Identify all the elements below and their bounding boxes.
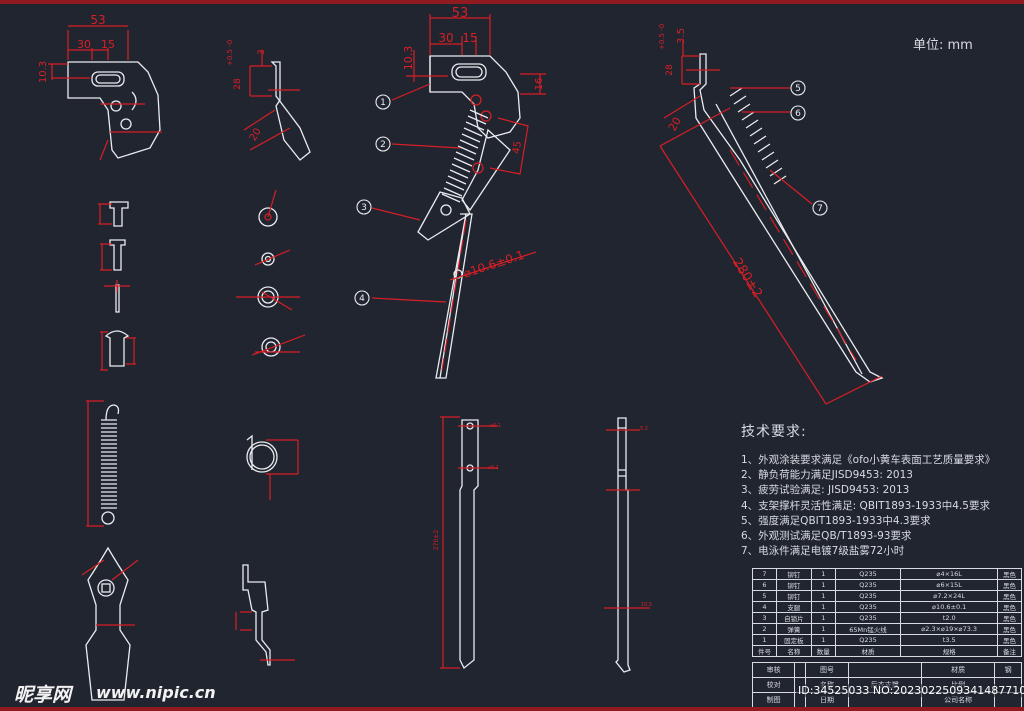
svg-text:2: 2 — [380, 140, 386, 150]
balloon-5: 5 — [790, 80, 806, 96]
dim-16-main: 16 — [534, 78, 545, 91]
dim-rod-t: 5.2 — [640, 426, 648, 432]
balloon-7: 7 — [812, 200, 828, 216]
dim-15-main: 15 — [462, 31, 477, 45]
bracket-view-left: 53 30 15 10.3 — [38, 13, 162, 161]
svg-text:5: 5 — [795, 84, 801, 94]
dim-20-small: 20 — [248, 126, 264, 143]
bottom-border — [0, 707, 1024, 711]
dim-280-side: 280±2 — [729, 256, 765, 301]
leg-side-view: 5.2 10.5 — [604, 417, 652, 673]
dim-10-3-main: 10.3 — [402, 46, 415, 71]
tech-requirements-title: 技术要求: — [741, 424, 807, 440]
balloon-2: 2 — [375, 136, 391, 152]
balloon-3: 3 — [356, 199, 372, 215]
bom-header-row: 件号名称数量材质规格备注 — [752, 645, 1022, 657]
leg-front-view: 270±2 ⌀6.1 ⌀6.1 — [433, 416, 501, 670]
tech-item: 7、电泳件满足电镀7级盐雾72小时 — [741, 545, 905, 558]
title-row: 制图日期公司名称 — [751, 692, 1022, 708]
rivets-column — [98, 201, 136, 371]
main-assembly: 53 30 15 10.3 16 45 ⌀10.6±0.1 1 2 3 4 — [354, 6, 546, 379]
washers-column — [236, 189, 306, 357]
dim-diameter-10-6: ⌀10.6±0.1 — [462, 248, 526, 281]
dim-28-side: 28 — [665, 64, 675, 76]
unit-label: 单位: mm — [913, 38, 973, 53]
tech-item: 3、疲劳试验满足: JISD9453: 2013 — [741, 484, 910, 497]
balloon-6: 6 — [790, 105, 806, 121]
lock-plate — [81, 546, 139, 701]
tech-item: 5、强度满足QBIT1893-1933中4.3要求 — [741, 514, 931, 527]
watermark-logo: 昵享网 — [14, 684, 72, 706]
dim-10-3-left: 10.3 — [38, 61, 49, 83]
tech-item: 6、外观测试满足QB/T1893-93要求 — [741, 530, 912, 543]
svg-text:7: 7 — [817, 204, 823, 214]
dim-53-main: 53 — [452, 6, 469, 21]
dim-tolerance: +0.5 -0 — [226, 40, 234, 66]
extension-spring — [86, 400, 120, 527]
dim-tolerance: +0.5 -0 — [658, 24, 666, 50]
dim-45: 45 — [511, 140, 524, 154]
dim-53-left: 53 — [90, 13, 105, 27]
dim-3-small: 3 — [257, 49, 267, 55]
bent-side-view — [235, 564, 295, 666]
balloon-4: 4 — [354, 290, 370, 306]
dim-270-front: 270±2 — [433, 530, 440, 550]
dim-30-left: 30 — [77, 38, 91, 51]
title-row: 审核图号材质钢 — [751, 662, 1022, 678]
dim-28-small: 28 — [233, 78, 243, 90]
svg-text:4: 4 — [359, 294, 365, 304]
side-assembly-view: 28 3.5 20 280±2 5 6 7 — [659, 28, 884, 405]
watermark-id: ID:34525033 NO:20230225093414877102 — [796, 684, 1024, 697]
tech-item: 2、静负荷能力满足JISD9453: 2013 — [741, 469, 913, 482]
tech-item: 1、外观涂装要求满足《ofo小黄车表面工艺质量要求》 — [741, 454, 996, 466]
svg-text:3: 3 — [361, 203, 367, 213]
balloon-1: 1 — [375, 94, 391, 110]
tech-item: 4、支架撑杆灵活性满足: QBIT1893-1933中4.5要求 — [741, 499, 990, 512]
clip-ring — [246, 434, 299, 500]
watermark-url: www.nipic.cn — [96, 683, 216, 702]
dim-20-side: 20 — [666, 115, 684, 134]
technical-requirements: 技术要求: 1、外观涂装要求满足《ofo小黄车表面工艺质量要求》 2、静负荷能力… — [741, 421, 995, 559]
top-border — [0, 0, 1024, 4]
dim-hole-mid: ⌀6.1 — [488, 465, 499, 471]
dim-3-5-side: 3.5 — [676, 28, 687, 44]
dim-15-left: 15 — [101, 38, 115, 51]
bend-profile-small: 28 3 20 — [233, 49, 311, 161]
svg-text:6: 6 — [795, 109, 801, 119]
dim-hole-top: ⌀6.1 — [490, 423, 501, 429]
svg-text:1: 1 — [380, 98, 386, 108]
dim-rod-w: 10.5 — [641, 602, 652, 608]
dim-30-main: 30 — [438, 31, 453, 45]
